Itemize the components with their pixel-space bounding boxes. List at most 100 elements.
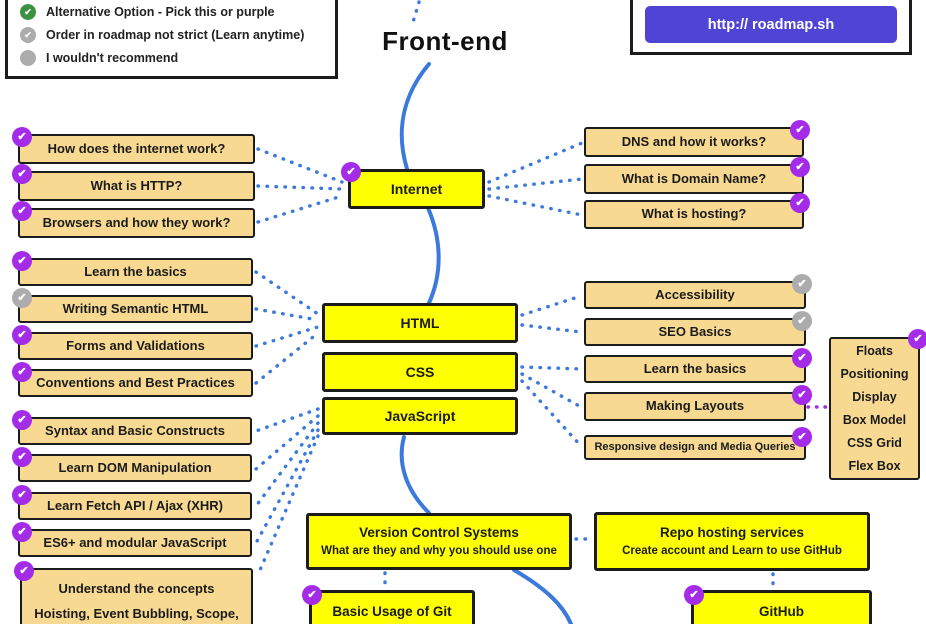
legend-label: Order in roadmap not strict (Learn anyti… — [46, 28, 305, 42]
check-badge-icon — [792, 427, 812, 447]
node-label: Accessibility — [655, 286, 735, 302]
node-syntax-and-basic-constructs[interactable]: Syntax and Basic Constructs — [12, 410, 252, 445]
node-label: HTML — [400, 314, 440, 331]
node-title: Repo hosting services — [659, 525, 805, 541]
node-label: How does the internet work? — [47, 140, 226, 156]
check-badge-icon — [792, 311, 812, 331]
node-label: Learn DOM Manipulation — [58, 459, 212, 475]
node-html[interactable]: HTML — [322, 303, 518, 343]
node-label: Making Layouts — [645, 398, 745, 414]
node-label: Understand the concepts — [58, 581, 215, 596]
node-javascript[interactable]: JavaScript — [322, 397, 518, 435]
node-label: Browsers and how they work? — [42, 214, 231, 230]
node-label: JavaScript — [384, 407, 456, 424]
node-accessibility[interactable]: Accessibility — [584, 274, 812, 309]
legend-item-not-recommended: I wouldn't recommend — [20, 50, 335, 66]
url-panel: http:// roadmap.sh — [630, 0, 912, 55]
list-item: Box Model — [842, 412, 907, 427]
node-subtitle: What are they and why you should use one — [321, 544, 557, 557]
check-badge-icon — [908, 329, 926, 349]
legend-label: I wouldn't recommend — [46, 51, 179, 65]
gray-dot-icon — [20, 50, 36, 66]
node-label: CSS — [405, 363, 435, 380]
check-badge-icon — [12, 288, 32, 308]
node-title: Version Control Systems — [359, 525, 519, 541]
node-making-layouts[interactable]: Making Layouts — [584, 385, 812, 421]
gray-check-icon — [20, 27, 36, 43]
node-learn-the-basics-css[interactable]: Learn the basics — [584, 348, 812, 383]
node-repo-hosting-services[interactable]: Repo hosting services Create account and… — [594, 512, 870, 571]
node-label: ES6+ and modular JavaScript — [43, 534, 227, 550]
node-dns-and-how-it-works[interactable]: DNS and how it works? — [584, 120, 810, 157]
node-what-is-domain-name[interactable]: What is Domain Name? — [584, 157, 810, 194]
check-badge-icon — [12, 164, 32, 184]
legend-label: Alternative Option - Pick this or purple — [46, 5, 275, 19]
check-badge-icon — [12, 410, 32, 430]
node-label: Writing Semantic HTML — [62, 300, 209, 316]
check-badge-icon — [12, 522, 32, 542]
check-badge-icon — [12, 447, 32, 467]
node-learn-fetch-api-ajax[interactable]: Learn Fetch API / Ajax (XHR) — [12, 485, 252, 520]
node-label: SEO Basics — [658, 323, 732, 339]
node-what-is-http[interactable]: What is HTTP? — [12, 164, 255, 201]
node-label: DNS and how it works? — [621, 133, 767, 149]
node-label: Learn the basics — [84, 263, 187, 279]
legend-item-order: Order in roadmap not strict (Learn anyti… — [20, 27, 335, 43]
check-badge-icon — [14, 561, 34, 581]
node-writing-semantic-html[interactable]: Writing Semantic HTML — [12, 288, 253, 323]
node-label: What is HTTP? — [90, 177, 183, 193]
node-version-control-systems[interactable]: Version Control Systems What are they an… — [306, 513, 572, 570]
list-item: Floats — [856, 343, 893, 358]
node-responsive-design-media-queries[interactable]: Responsive design and Media Queries — [584, 427, 812, 460]
check-badge-icon — [12, 325, 32, 345]
node-github[interactable]: GitHub — [684, 585, 872, 624]
check-badge-icon — [790, 157, 810, 177]
page-title: Front-end — [382, 26, 508, 56]
check-badge-icon — [792, 348, 812, 368]
node-label: Basic Usage of Git — [332, 604, 452, 620]
node-es6-and-modular-javascript[interactable]: ES6+ and modular JavaScript — [12, 522, 252, 557]
node-css-box-model-list[interactable]: Floats Positioning Display Box Model CSS… — [829, 329, 926, 480]
list-item: Display — [852, 389, 897, 404]
node-what-is-hosting[interactable]: What is hosting? — [584, 193, 810, 229]
node-sublabel: Hoisting, Event Bubbling, Scope, — [34, 605, 239, 621]
node-browsers-and-how-they-work[interactable]: Browsers and how they work? — [12, 201, 255, 238]
legend-item-alternative: Alternative Option - Pick this or purple — [20, 4, 335, 20]
green-check-icon — [20, 4, 36, 20]
node-learn-the-basics-html[interactable]: Learn the basics — [12, 251, 253, 286]
check-badge-icon — [792, 274, 812, 294]
node-label: GitHub — [759, 604, 804, 620]
check-badge-icon — [790, 193, 810, 213]
check-badge-icon — [684, 585, 704, 605]
node-forms-and-validations[interactable]: Forms and Validations — [12, 325, 253, 360]
node-seo-basics[interactable]: SEO Basics — [584, 311, 812, 346]
node-basic-usage-of-git[interactable]: Basic Usage of Git — [302, 585, 475, 624]
node-label: Conventions and Best Practices — [36, 374, 235, 390]
check-badge-icon — [790, 120, 810, 140]
node-label: Responsive design and Media Queries — [594, 441, 796, 454]
legend-box: Alternative Option - Pick this or purple… — [5, 0, 338, 79]
node-how-does-the-internet-work[interactable]: How does the internet work? — [12, 127, 255, 164]
roadmap-url-button[interactable]: http:// roadmap.sh — [645, 6, 897, 43]
check-badge-icon — [12, 127, 32, 147]
check-badge-icon — [302, 585, 322, 605]
list-item: Positioning — [840, 366, 909, 381]
node-label: Learn Fetch API / Ajax (XHR) — [46, 497, 223, 513]
node-conventions-and-best-practices[interactable]: Conventions and Best Practices — [12, 362, 253, 397]
node-internet[interactable]: Internet — [341, 162, 485, 209]
node-label: What is Domain Name? — [621, 170, 767, 186]
node-learn-dom-manipulation[interactable]: Learn DOM Manipulation — [12, 447, 252, 482]
node-label: Internet — [390, 180, 443, 197]
node-label: Learn the basics — [643, 360, 747, 376]
node-subtitle: Create account and Learn to use GitHub — [622, 544, 842, 557]
check-badge-icon — [12, 485, 32, 505]
node-label: Forms and Validations — [66, 337, 205, 353]
check-badge-icon — [792, 385, 812, 405]
node-understand-the-concepts[interactable]: Understand the concepts Hoisting, Event … — [14, 561, 253, 624]
node-label: What is hosting? — [641, 206, 747, 222]
node-css[interactable]: CSS — [322, 352, 518, 392]
node-label: Syntax and Basic Constructs — [45, 422, 225, 438]
check-badge-icon — [12, 362, 32, 382]
